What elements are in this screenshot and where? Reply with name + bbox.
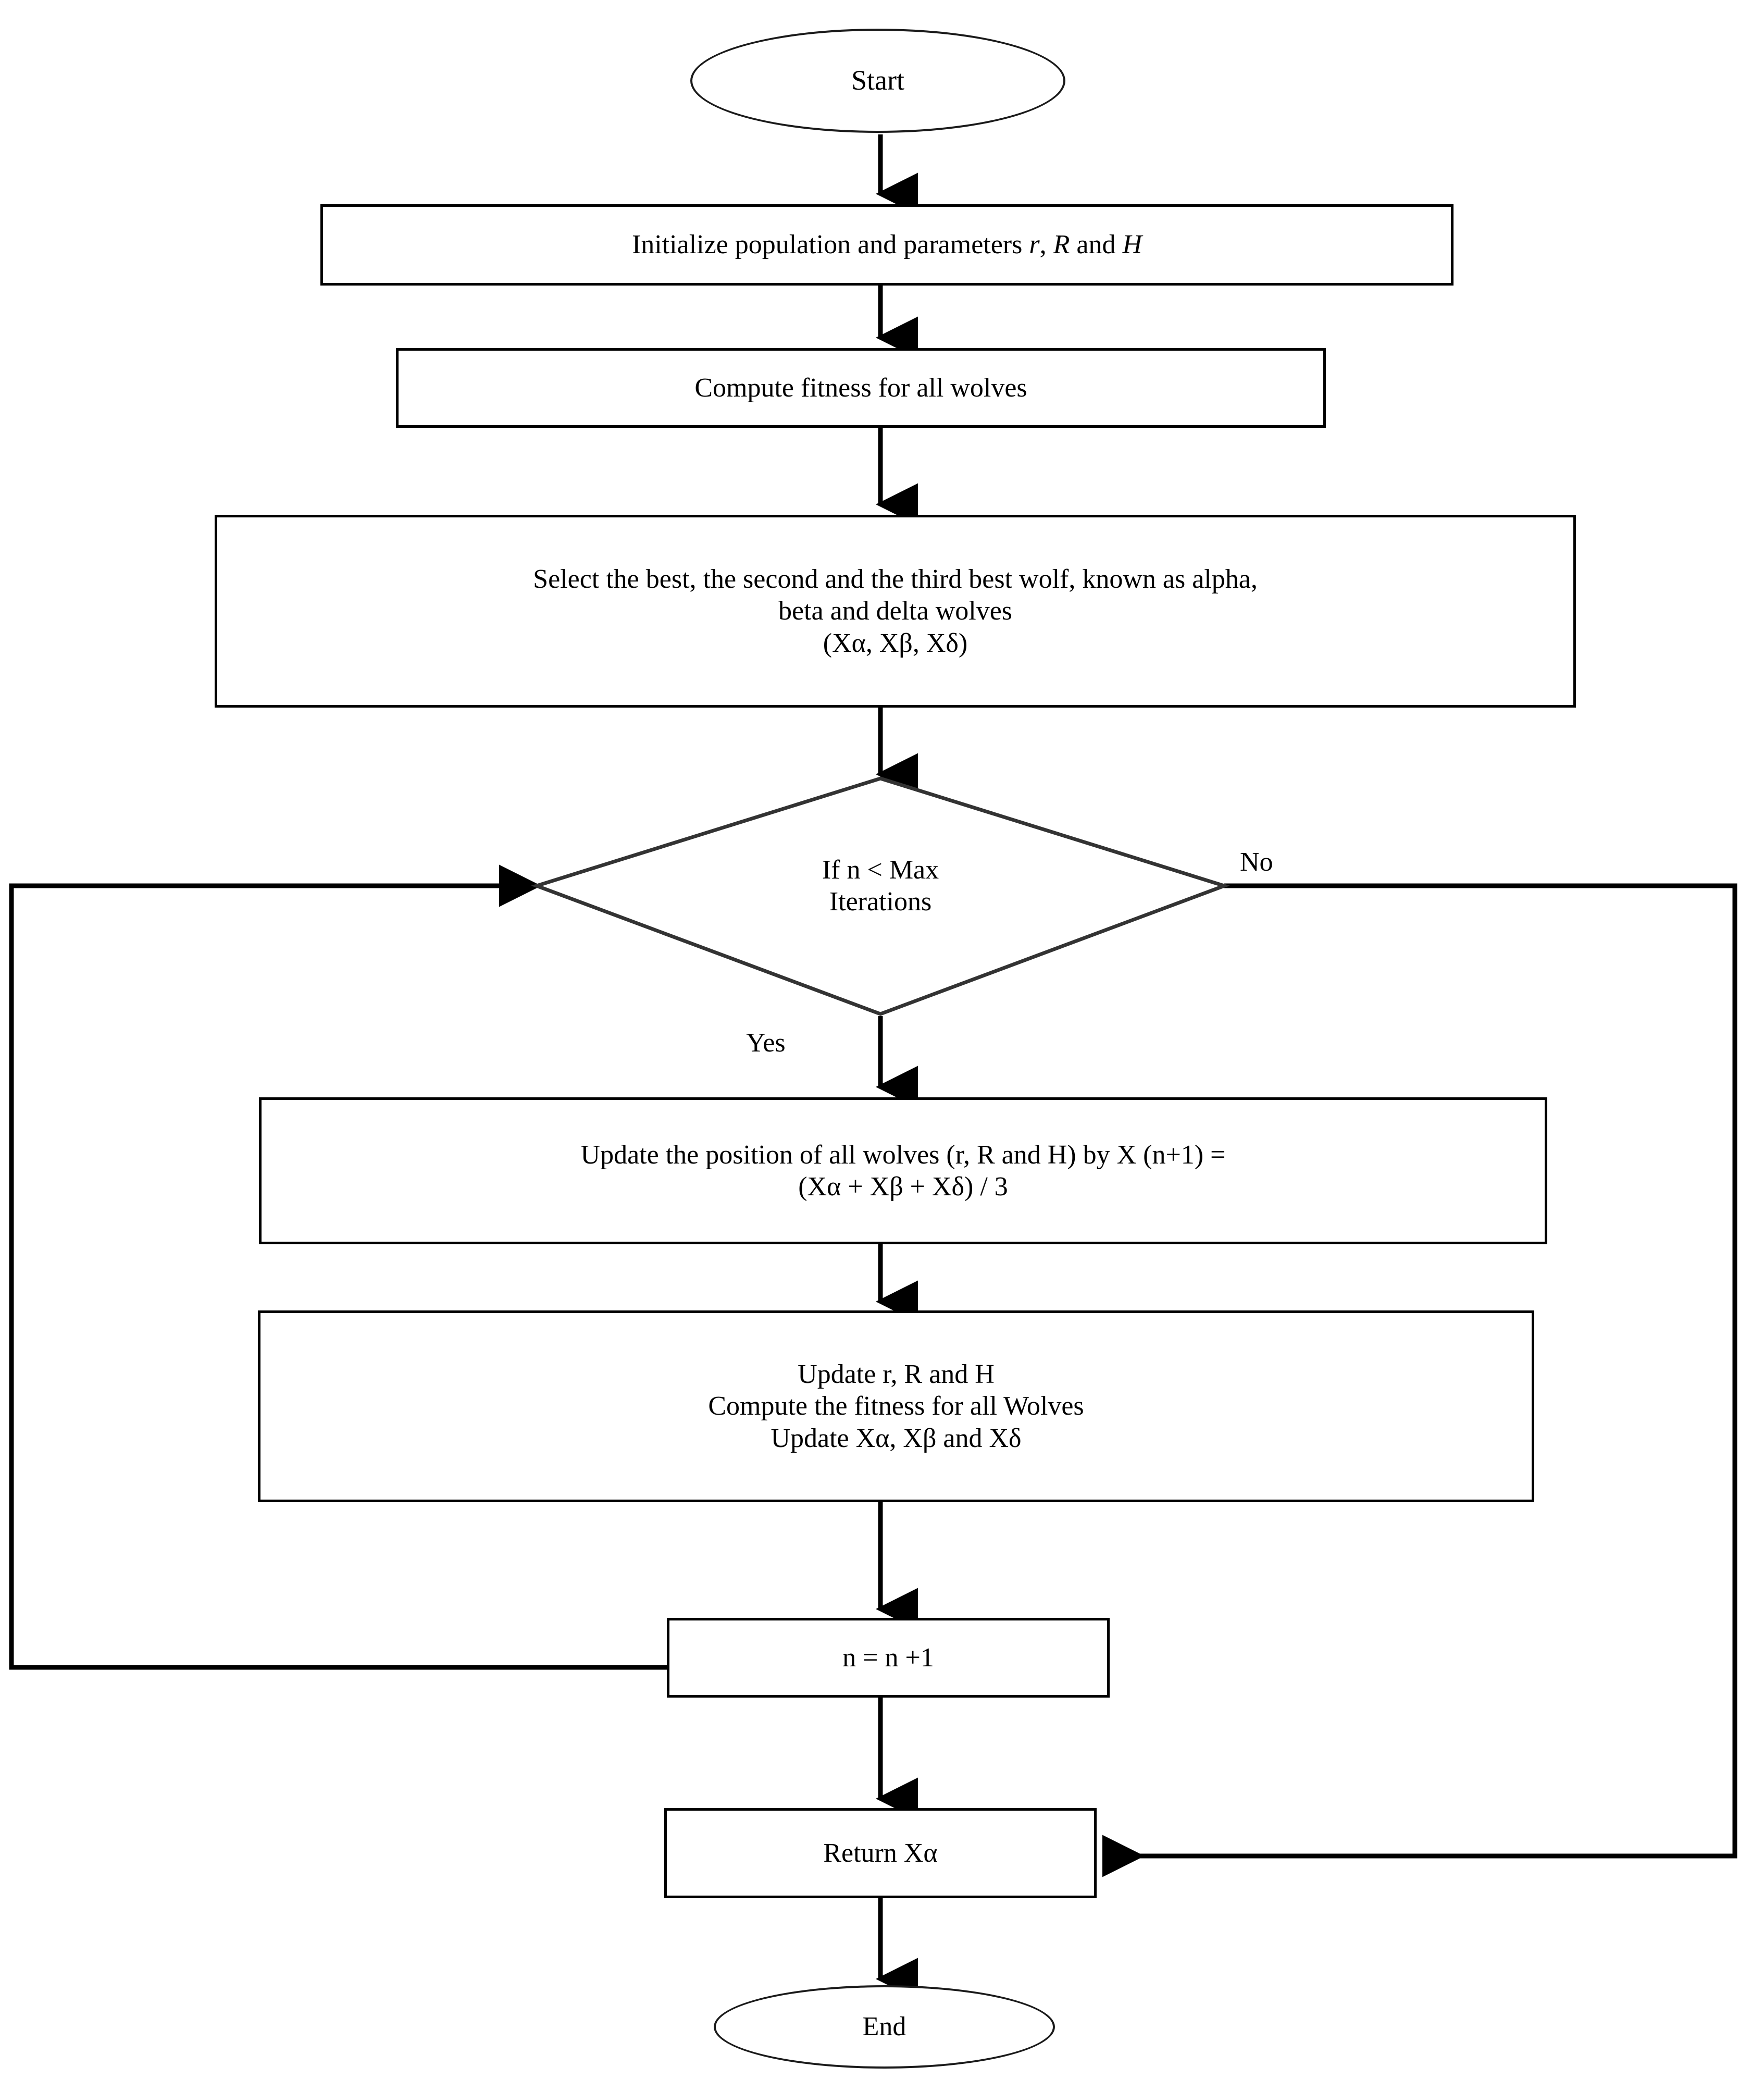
node-initialize-label-r: r: [1029, 230, 1040, 260]
node-decision-text: If n < Max Iterations: [646, 854, 1115, 918]
edge-loop-back-to-decision: [9, 864, 667, 1670]
node-update-position[interactable]: Update the position of all wolves (r, R …: [259, 1097, 1547, 1244]
node-decision[interactable]: If n < Max Iterations: [646, 818, 1115, 954]
node-end[interactable]: End: [714, 1985, 1055, 2069]
node-start-label: Start: [851, 65, 904, 96]
node-compute-fitness-label: Compute fitness for all wolves: [694, 373, 1027, 403]
edge-label-yes: Yes: [746, 1028, 786, 1058]
decision-diamond-shape: [531, 776, 1230, 1016]
node-select-best-text: Select the best, the second and the thir…: [217, 563, 1573, 659]
node-select-best-line3: (Xα, Xβ, Xδ): [823, 628, 968, 658]
node-initialize-label-and: and: [1070, 230, 1123, 260]
node-update-params-line1: Update r, R and H: [798, 1359, 995, 1389]
node-update-params[interactable]: Update r, R and H Compute the fitness fo…: [258, 1310, 1534, 1502]
node-initialize-label-prefix: Initialize population and parameters: [631, 230, 1029, 260]
node-select-best-line2: beta and delta wolves: [778, 596, 1013, 626]
node-decision-line2: Iterations: [829, 887, 932, 917]
node-initialize-label: Initialize population and parameters r, …: [323, 229, 1451, 261]
node-update-params-line3: Update Xα, Xβ and Xδ: [771, 1423, 1022, 1453]
node-select-best-line1: Select the best, the second and the thir…: [533, 564, 1258, 594]
node-decision-line1: If n < Max: [822, 855, 939, 885]
node-select-best[interactable]: Select the best, the second and the thir…: [215, 515, 1576, 708]
edge-label-no: No: [1240, 847, 1273, 877]
node-initialize-label-R: R: [1053, 230, 1070, 260]
node-update-position-line1: Update the position of all wolves (r, R …: [580, 1140, 1226, 1170]
node-initialize-label-sep: ,: [1039, 230, 1053, 260]
node-increment[interactable]: n = n +1: [667, 1618, 1110, 1698]
node-initialize[interactable]: Initialize population and parameters r, …: [320, 204, 1454, 286]
node-start[interactable]: Start: [690, 29, 1065, 133]
node-update-params-line2: Compute the fitness for all Wolves: [708, 1391, 1084, 1421]
edge-decision-no-to-return-alpha: [1102, 883, 1737, 1877]
node-initialize-label-H: H: [1122, 230, 1142, 260]
node-compute-fitness[interactable]: Compute fitness for all wolves: [396, 348, 1326, 428]
node-update-params-text: Update r, R and H Compute the fitness fo…: [260, 1358, 1532, 1454]
node-increment-label: n = n +1: [842, 1642, 934, 1673]
node-return-alpha[interactable]: Return Xα: [664, 1808, 1097, 1898]
node-update-position-line2: (Xα + Xβ + Xδ) / 3: [798, 1172, 1008, 1202]
node-update-position-text: Update the position of all wolves (r, R …: [262, 1139, 1545, 1203]
node-return-alpha-label: Return Xα: [823, 1838, 938, 1868]
node-end-label: End: [862, 2012, 906, 2042]
